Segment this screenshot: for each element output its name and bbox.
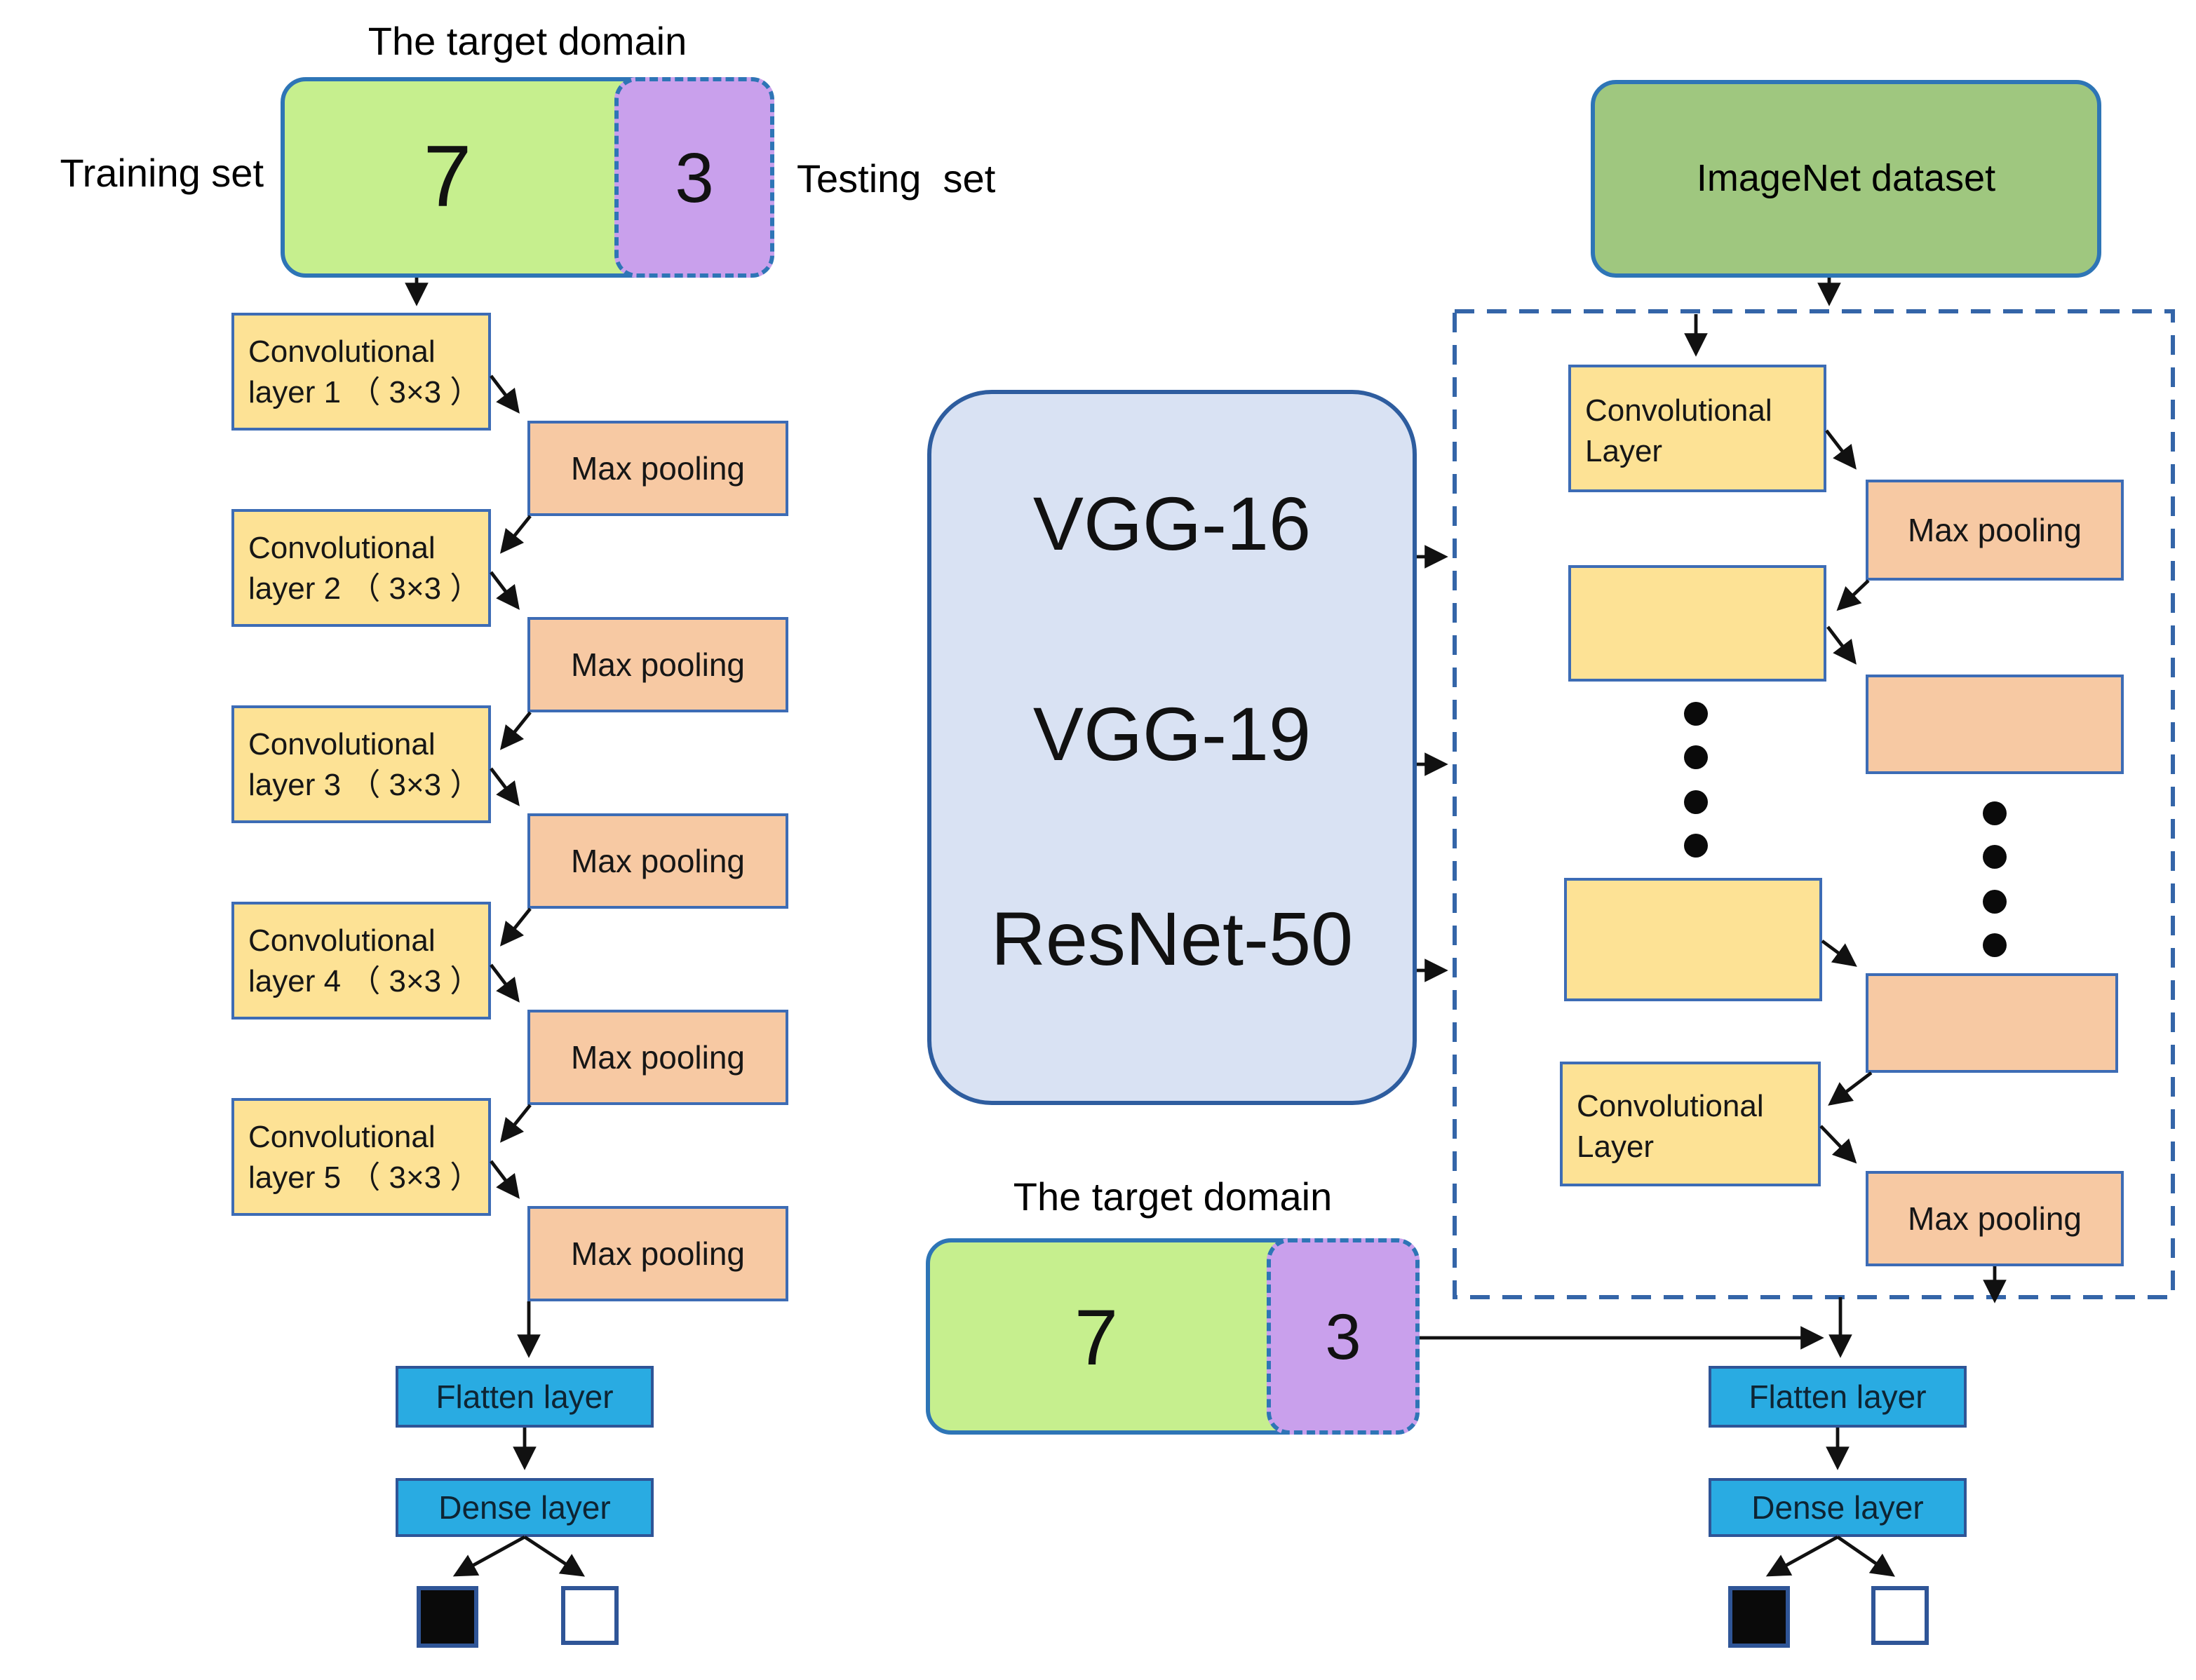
right-hidden-conv-box-1 — [1568, 565, 1826, 682]
testing-set-value: 3 — [675, 138, 714, 217]
conv-layer-2-label-line1: Convolutional — [248, 530, 436, 565]
bottom-training-set-value: 7 — [1074, 1292, 1119, 1381]
conv-layer-2-label-line2: layer 2 （ 3×3 ） — [248, 571, 481, 607]
max-pooling-1-box: Max pooling — [527, 421, 788, 516]
right-conv-layer-bottom-box: Convolutional Layer — [1560, 1062, 1821, 1186]
max-pooling-5-box: Max pooling — [527, 1206, 788, 1301]
max-pooling-3-box: Max pooling — [527, 813, 788, 909]
max-pooling-2-label: Max pooling — [570, 646, 746, 682]
right-max-pooling-top-label: Max pooling — [1907, 511, 2082, 548]
testing-set-label: Testing set — [797, 157, 996, 201]
right-conv-top-label-line1: Convolutional — [1585, 393, 1772, 428]
bottom-testing-set-value: 3 — [1325, 1300, 1361, 1373]
conv-layer-1-label-line2: layer 1 （ 3×3 ） — [248, 374, 481, 410]
model-vgg19-label: VGG-19 — [1032, 693, 1312, 777]
right-dense-layer-label: Dense layer — [1751, 1489, 1924, 1525]
right-flatten-layer-label: Flatten layer — [1749, 1378, 1927, 1414]
conv-layer-1-box: Convolutional layer 1 （ 3×3 ） — [231, 313, 491, 431]
right-hidden-conv-box-2 — [1564, 878, 1822, 1001]
max-pooling-3-label: Max pooling — [570, 842, 746, 879]
left-output-white-square — [561, 1586, 619, 1645]
model-vgg16-label: VGG-16 — [1032, 482, 1312, 567]
imagenet-dataset-label: ImageNet dataset — [1696, 157, 1996, 199]
right-max-pooling-bottom-box: Max pooling — [1866, 1171, 2124, 1266]
right-output-white-square — [1871, 1586, 1929, 1645]
bottom-target-domain-title: The target domain — [1013, 1175, 1333, 1219]
left-output-black-square — [417, 1586, 478, 1648]
right-conv-layer-top-box: Convolutional Layer — [1568, 365, 1826, 492]
conv-layer-5-label-line2: layer 5 （ 3×3 ） — [248, 1160, 481, 1195]
right-flatten-layer-box: Flatten layer — [1709, 1366, 1967, 1428]
conv-layer-4-label-line1: Convolutional — [248, 923, 436, 958]
right-conv-bottom-label-line1: Convolutional — [1577, 1088, 1764, 1123]
conv-layer-4-box: Convolutional layer 4 （ 3×3 ） — [231, 902, 491, 1019]
left-dense-layer-label: Dense layer — [438, 1489, 611, 1525]
left-flatten-layer-label: Flatten layer — [436, 1378, 614, 1414]
conv-layer-3-label-line2: layer 3 （ 3×3 ） — [248, 767, 481, 803]
conv-layer-3-label-line1: Convolutional — [248, 726, 436, 761]
conv-layer-1-label-line1: Convolutional — [248, 334, 436, 369]
right-max-pooling-bottom-label: Max pooling — [1907, 1200, 2082, 1236]
testing-set-box — [614, 77, 774, 278]
conv-layer-2-box: Convolutional layer 2 （ 3×3 ） — [231, 509, 491, 627]
right-hidden-pool-box-2 — [1866, 973, 2118, 1073]
training-set-value: 7 — [423, 129, 472, 226]
max-pooling-5-label: Max pooling — [570, 1235, 746, 1271]
conv-layer-3-box: Convolutional layer 3 （ 3×3 ） — [231, 705, 491, 823]
right-hidden-pool-box-1 — [1866, 675, 2124, 774]
right-dense-layer-box: Dense layer — [1709, 1478, 1967, 1537]
right-conv-bottom-label-line2: Layer — [1577, 1129, 1655, 1165]
max-pooling-1-label: Max pooling — [570, 449, 746, 486]
bottom-testing-set-box — [1267, 1238, 1420, 1435]
conv-layer-5-box: Convolutional layer 5 （ 3×3 ） — [231, 1098, 491, 1216]
training-set-label: Training set — [60, 151, 264, 195]
right-output-black-square — [1728, 1586, 1790, 1648]
top-target-domain-title: The target domain — [368, 20, 687, 63]
model-resnet50-label: ResNet-50 — [990, 897, 1354, 982]
max-pooling-2-box: Max pooling — [527, 617, 788, 712]
pretrained-models-box: VGG-16 VGG-19 ResNet-50 — [927, 390, 1417, 1105]
right-conv-top-label-line2: Layer — [1585, 433, 1663, 469]
right-max-pooling-top-box: Max pooling — [1866, 480, 2124, 581]
left-dense-layer-box: Dense layer — [396, 1478, 654, 1537]
conv-layer-4-label-line2: layer 4 （ 3×3 ） — [248, 963, 481, 999]
conv-layer-5-label-line1: Convolutional — [248, 1119, 436, 1154]
max-pooling-4-label: Max pooling — [570, 1038, 746, 1075]
imagenet-dataset-box: ImageNet dataset — [1591, 80, 2101, 278]
max-pooling-4-box: Max pooling — [527, 1010, 788, 1105]
left-flatten-layer-box: Flatten layer — [396, 1366, 654, 1428]
